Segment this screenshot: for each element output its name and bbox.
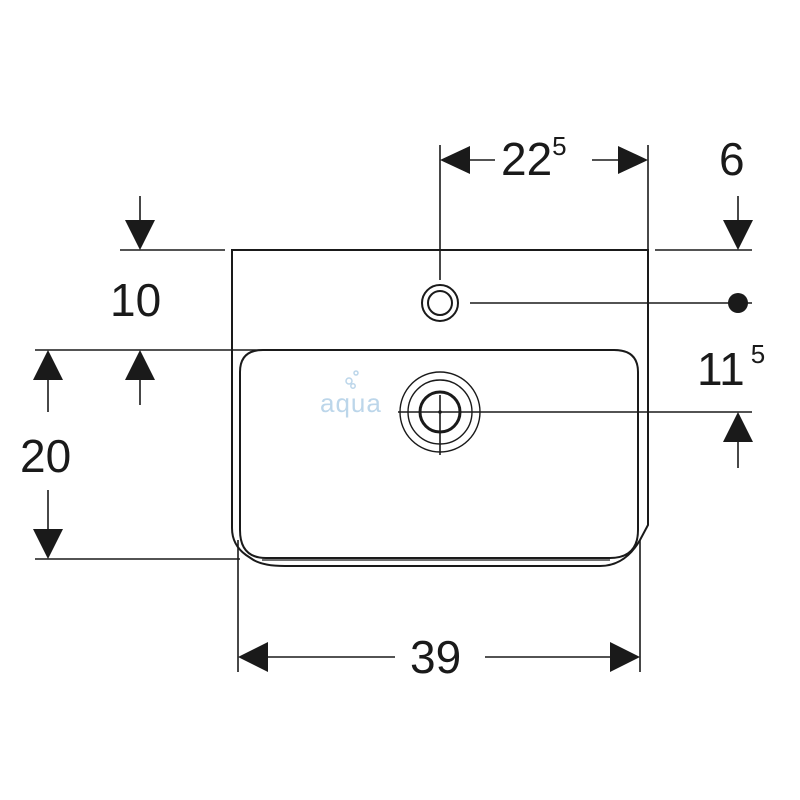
arrow-left-icon — [440, 146, 470, 174]
extension-lines — [35, 145, 752, 672]
dimension-lines — [47, 159, 739, 658]
dim-tap-from-back: 6 — [719, 133, 745, 185]
arrow-up-icon — [125, 350, 155, 380]
reference-dot-icon — [728, 293, 748, 313]
arrow-down-icon — [125, 220, 155, 250]
watermark: aqua — [320, 370, 382, 418]
arrow-down-icon — [33, 529, 63, 559]
dim-tap-offset-main: 22 — [501, 133, 552, 185]
dim-width: 39 — [410, 631, 461, 683]
arrow-down-icon — [723, 220, 753, 250]
arrowheads — [33, 146, 753, 672]
dim-back-to-bowl: 10 — [110, 274, 161, 326]
arrow-right-icon — [618, 146, 648, 174]
dim-tap-offset-sup: 5 — [552, 131, 566, 161]
watermark-text: aqua — [320, 388, 382, 418]
arrow-up-icon — [723, 412, 753, 442]
dim-tap-offset: 225 — [501, 131, 567, 185]
basin-outline — [231, 249, 649, 567]
tap-hole — [421, 284, 459, 322]
dim-bowl-depth: 20 — [20, 430, 71, 482]
dim-tap-to-drain-sup: 5 — [751, 339, 765, 369]
arrow-right-icon — [610, 642, 640, 672]
basin-bowl — [239, 349, 639, 559]
arrow-up-icon — [33, 350, 63, 380]
arrow-left-icon — [238, 642, 268, 672]
dim-tap-to-drain-main: 11 — [697, 343, 745, 395]
